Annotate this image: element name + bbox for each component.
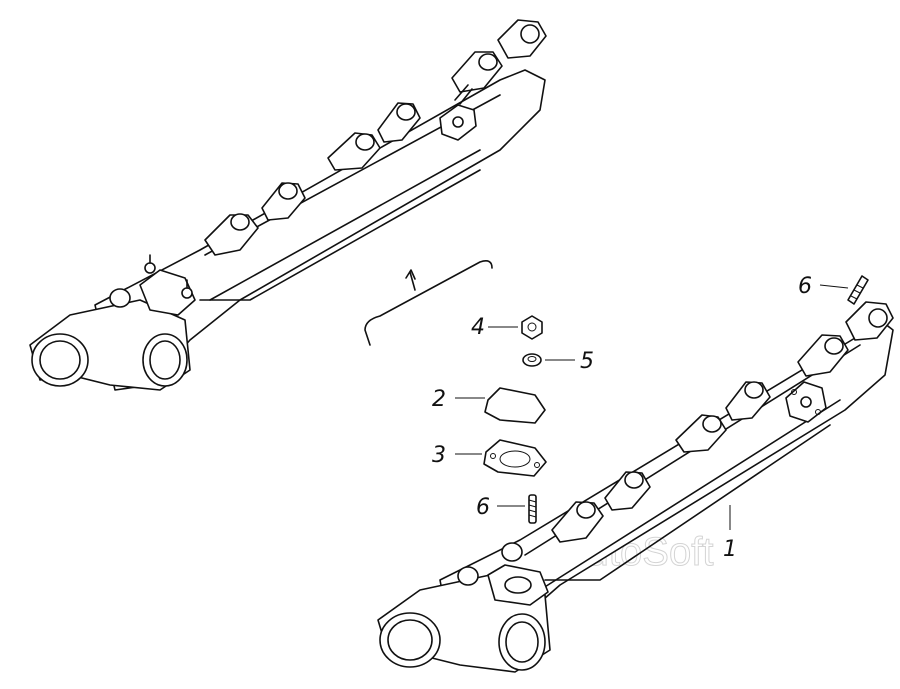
callout-1: 1: [723, 537, 737, 562]
callout-2: 2: [432, 387, 446, 412]
lower-manifold-part-1[interactable]: [377, 301, 894, 673]
callout-6-lower: 6: [476, 495, 490, 520]
upper-port-3: [327, 132, 381, 171]
callout-5: 5: [580, 349, 594, 374]
callout-6-upper: 6: [798, 274, 812, 299]
part-5-washer[interactable]: [522, 353, 542, 367]
assembly-bracket: [364, 260, 493, 346]
part-4-nut[interactable]: [521, 315, 543, 340]
upper-port-1: [204, 213, 259, 256]
leader-lines: [455, 284, 849, 530]
upper-port-5: [451, 51, 503, 93]
lower-port-2: [604, 471, 651, 511]
part-6-stud-lower[interactable]: [528, 494, 537, 524]
upper-port-4: [377, 102, 421, 143]
upper-port-2: [261, 182, 306, 221]
lower-port-4: [725, 381, 771, 421]
lower-port-1: [551, 501, 604, 543]
upper-side-flange: [439, 84, 477, 141]
lower-port-3: [675, 414, 727, 453]
part-6-stud-upper[interactable]: [847, 275, 869, 305]
lower-port-5: [797, 334, 849, 377]
upper-inlet-elbow: [29, 254, 196, 391]
callout-3: 3: [432, 443, 446, 468]
part-2-cover-plate[interactable]: [484, 387, 546, 424]
callout-4: 4: [471, 315, 485, 340]
lower-port-6: [845, 301, 894, 341]
upper-manifold-assembly[interactable]: [29, 19, 547, 391]
upper-port-6: [497, 19, 547, 59]
lower-inlet-elbow: [377, 542, 551, 673]
part-3-gasket[interactable]: [483, 439, 547, 477]
lower-side-flange: [785, 381, 827, 423]
